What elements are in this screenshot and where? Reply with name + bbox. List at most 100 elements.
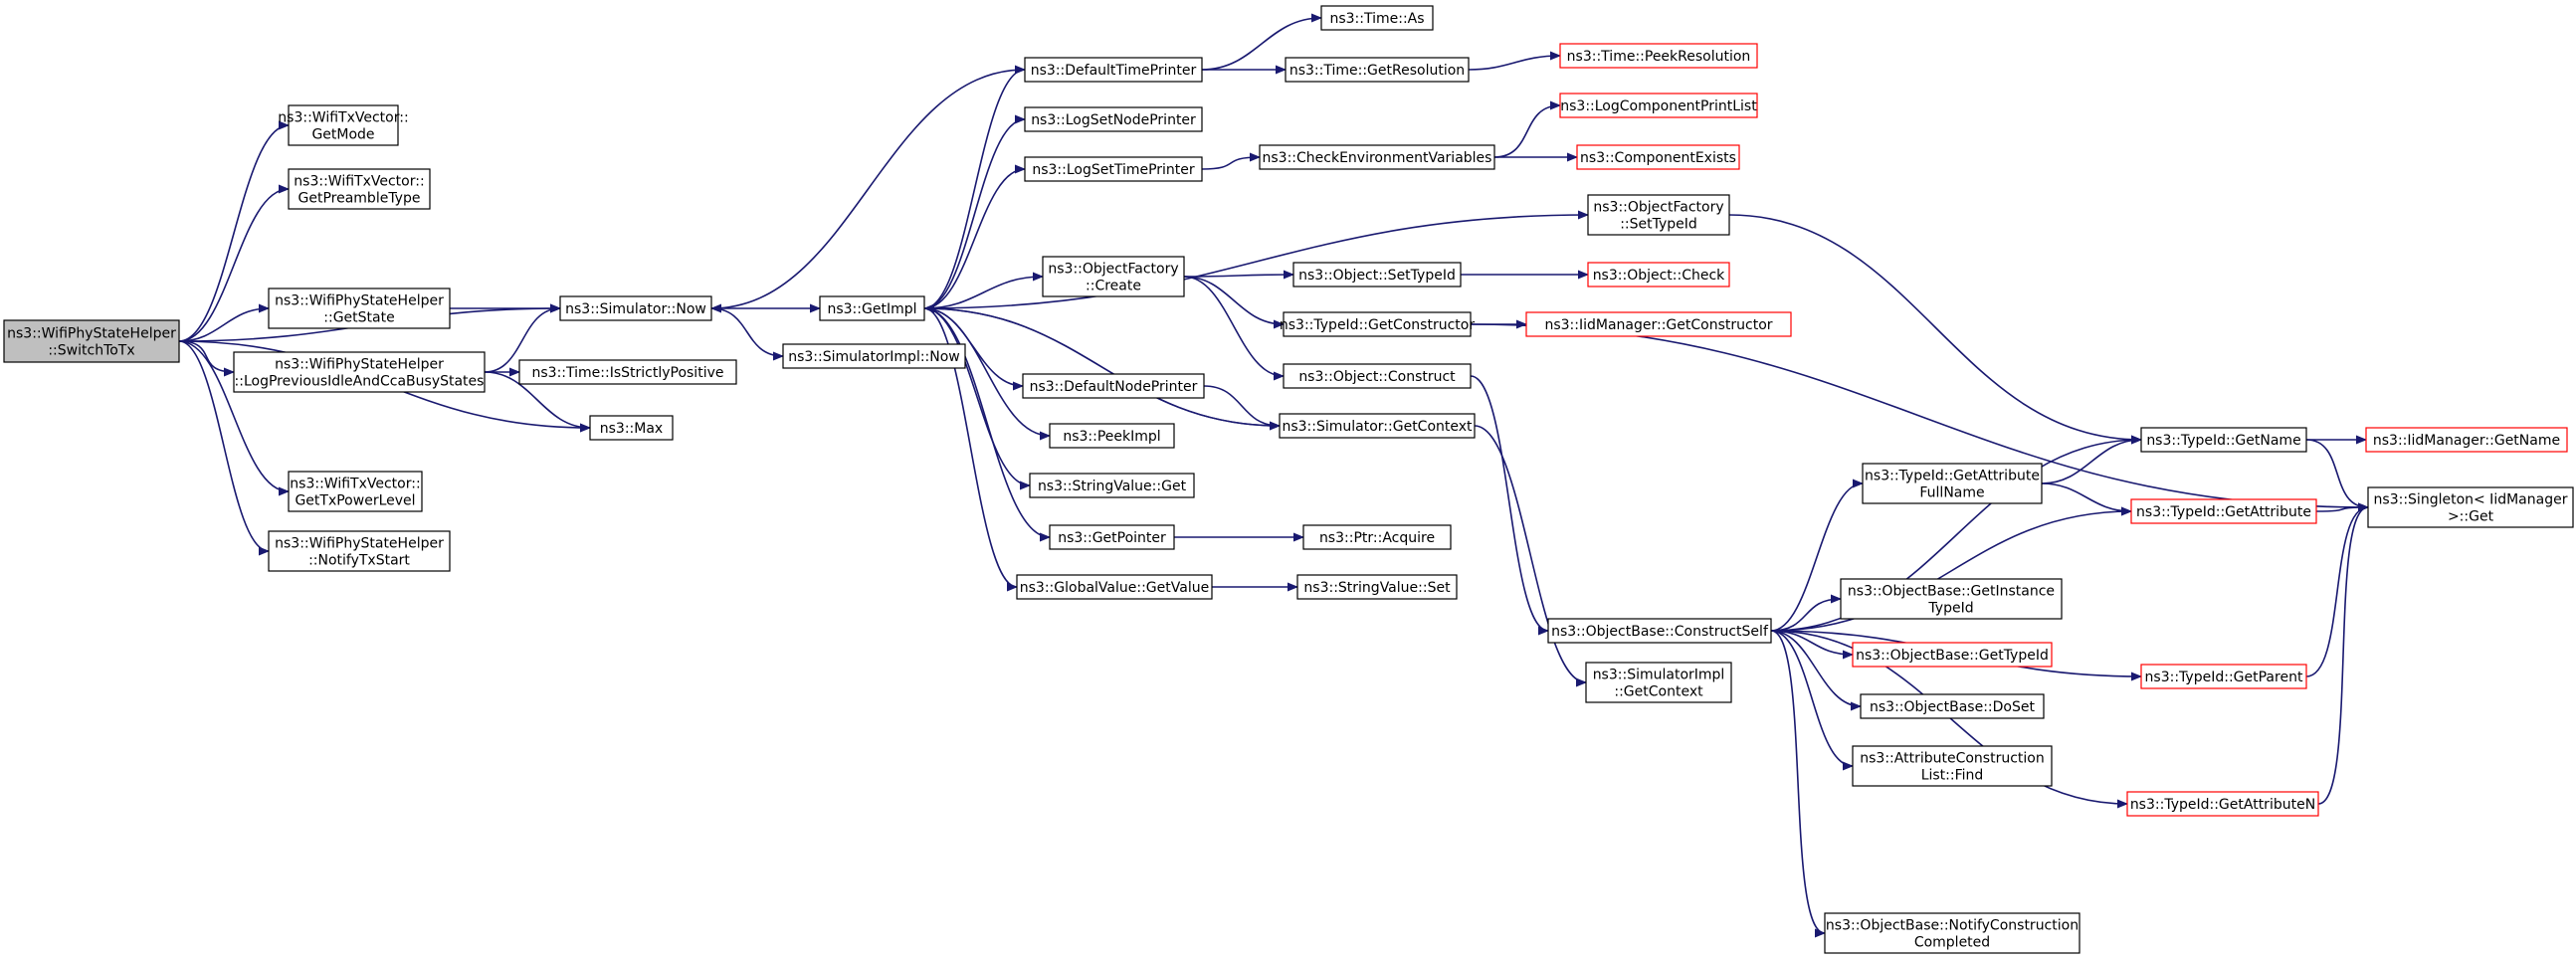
node-objconstruct[interactable]: ns3::Object::Construct — [1283, 363, 1472, 389]
node-label: Completed — [1914, 935, 1990, 951]
node-label: ns3::WifiPhyStateHelper — [275, 536, 444, 552]
node-obnotifyconstr[interactable]: ns3::ObjectBase::NotifyConstructionCompl… — [1824, 912, 2081, 954]
node-timegetres[interactable]: ns3::Time::GetResolution — [1285, 57, 1470, 83]
call-edge-typeidgetparent-to-singletonget — [2305, 502, 2370, 677]
node-label: ns3::ObjectBase::NotifyConstruction — [1826, 918, 2079, 934]
node-box — [559, 295, 712, 321]
node-label: ns3::SimulatorImpl — [1593, 668, 1725, 683]
node-defnodeprinter[interactable]: ns3::DefaultNodePrinter — [1022, 373, 1205, 399]
node-label: ns3::ObjectFactory — [1593, 200, 1723, 216]
node-timeas[interactable]: ns3::Time::As — [1320, 5, 1434, 31]
node-box — [1302, 524, 1452, 550]
call-edge-ofcreate-to-objconstruct — [1183, 276, 1286, 381]
node-compexists[interactable]: ns3::ComponentExists — [1576, 144, 1740, 170]
node-objsettypeid[interactable]: ns3::Object::SetTypeId — [1292, 262, 1462, 288]
node-box — [1016, 574, 1213, 600]
call-edge-checkenv-to-logcomplist — [1493, 100, 1562, 158]
call-edge-getimpl-to-logsettime — [923, 164, 1027, 309]
node-singletonget[interactable]: ns3::Singleton< IidManager >::Get — [2367, 486, 2574, 528]
node-box — [2140, 427, 2307, 453]
node-label: GetTxPowerLevel — [295, 493, 415, 509]
node-simimplgetctx[interactable]: ns3::SimulatorImpl::GetContext — [1585, 662, 1732, 703]
node-label: ns3::WifiPhyStateHelper — [7, 326, 176, 342]
node-label: ns3::ObjectBase::ConstructSelf — [1551, 624, 1769, 640]
call-edge-ofcreate-to-objsettypeid — [1183, 270, 1295, 280]
node-box — [1259, 144, 1495, 170]
node-label: ns3::Max — [600, 421, 663, 437]
node-label: ns3::LogSetTimePrinter — [1032, 162, 1195, 178]
node-box — [1860, 693, 2045, 719]
node-getimpl[interactable]: ns3::GetImpl — [819, 295, 925, 321]
node-label: ns3::WifiPhyStateHelper — [275, 357, 444, 373]
node-getpointer[interactable]: ns3::GetPointer — [1049, 524, 1175, 550]
node-timepeekres[interactable]: ns3::Time::PeekResolution — [1559, 43, 1758, 69]
node-checkenv[interactable]: ns3::CheckEnvironmentVariables — [1259, 144, 1495, 170]
node-label: ns3::Time::PeekResolution — [1567, 49, 1751, 65]
node-simgetctx[interactable]: ns3::Simulator::GetContext — [1279, 413, 1476, 439]
node-label: ns3::Time::IsStrictlyPositive — [532, 365, 724, 381]
node-obconstructself[interactable]: ns3::ObjectBase::ConstructSelf — [1547, 618, 1772, 644]
node-iidgetname[interactable]: ns3::IidManager::GetName — [2365, 427, 2568, 453]
node-typeidgetname[interactable]: ns3::TypeId::GetName — [2140, 427, 2307, 453]
node-gettxpower[interactable]: ns3::WifiTxVector::GetTxPowerLevel — [288, 471, 423, 512]
node-root: ns3::WifiPhyStateHelper::SwitchToTx — [3, 319, 180, 363]
call-edge-root-to-getpreamble — [178, 184, 291, 342]
call-edge-obconstructself-to-obdoset — [1770, 630, 1863, 711]
node-typeidgetparent[interactable]: ns3::TypeId::GetParent — [2140, 664, 2307, 689]
node-typeidgetattrn[interactable]: ns3::TypeId::GetAttributeN — [2126, 791, 2319, 817]
node-ofsettypeid[interactable]: ns3::ObjectFactory::SetTypeId — [1587, 194, 1730, 236]
node-label: ns3::ComponentExists — [1580, 150, 1736, 166]
node-logcomplist[interactable]: ns3::LogComponentPrintList — [1559, 93, 1758, 118]
call-edge-deftimeprinter-to-simnow — [709, 69, 1026, 313]
node-box — [1049, 524, 1175, 550]
node-box — [589, 415, 674, 441]
node-label: ::GetState — [323, 310, 394, 326]
node-obdoset[interactable]: ns3::ObjectBase::DoSet — [1860, 693, 2045, 719]
node-label: ns3::ObjectBase::GetInstance — [1848, 584, 2055, 600]
node-label: ns3::PeekImpl — [1063, 429, 1160, 445]
node-getmode[interactable]: ns3::WifiTxVector::GetMode — [278, 104, 409, 146]
node-deftimeprinter[interactable]: ns3::DefaultTimePrinter — [1024, 57, 1203, 83]
node-getstate[interactable]: ns3::WifiPhyStateHelper::GetState — [268, 288, 451, 329]
call-edge-logprev-to-max — [484, 371, 592, 433]
node-label: ns3::TypeId::GetAttribute — [2136, 504, 2311, 520]
node-box — [518, 359, 737, 385]
node-simimplnow[interactable]: ns3::SimulatorImpl::Now — [782, 343, 966, 369]
node-getpreamble[interactable]: ns3::WifiTxVector::GetPreambleType — [288, 168, 431, 210]
node-strvalset[interactable]: ns3::StringValue::Set — [1296, 574, 1458, 600]
node-objcheck[interactable]: ns3::Object::Check — [1587, 262, 1730, 288]
call-edge-getimpl-to-strvalget — [923, 307, 1032, 490]
node-label: ns3::TypeId::GetParent — [2145, 670, 2303, 685]
call-edge-typeidgetattrfull-to-typeidgetname — [2041, 435, 2143, 484]
node-box — [2140, 664, 2307, 689]
node-label: ns3::Object::Construct — [1298, 369, 1456, 385]
node-logprev[interactable]: ns3::WifiPhyStateHelper::LogPreviousIdle… — [233, 351, 486, 393]
node-label: ::SetTypeId — [1620, 217, 1697, 233]
call-edge-logprev-to-simnow — [484, 303, 562, 373]
node-ofcreate[interactable]: ns3::ObjectFactory::Create — [1042, 256, 1185, 297]
node-box — [1049, 423, 1175, 449]
node-obgettypeid[interactable]: ns3::ObjectBase::GetTypeId — [1852, 642, 2053, 668]
call-edge-obconstructself-to-typeidgetname — [1770, 435, 2143, 632]
node-simnow[interactable]: ns3::Simulator::Now — [559, 295, 712, 321]
call-edge-root-to-getstate — [178, 303, 271, 342]
node-iidgetctor[interactable]: ns3::IidManager::GetConstructor — [1525, 311, 1792, 337]
node-label: ns3::TypeId::GetAttribute — [1865, 469, 2040, 484]
node-notifytx[interactable]: ns3::WifiPhyStateHelper::NotifyTxStart — [268, 530, 451, 572]
node-peekimpl[interactable]: ns3::PeekImpl — [1049, 423, 1175, 449]
node-typeidgetattr[interactable]: ns3::TypeId::GetAttribute — [2130, 498, 2317, 524]
node-max[interactable]: ns3::Max — [589, 415, 674, 441]
node-typeidgetctor[interactable]: ns3::TypeId::GetConstructor — [1280, 311, 1475, 337]
node-logsettime[interactable]: ns3::LogSetTimePrinter — [1024, 156, 1203, 182]
node-label: ns3::DefaultTimePrinter — [1031, 63, 1197, 79]
node-gvgetvalue[interactable]: ns3::GlobalValue::GetValue — [1016, 574, 1213, 600]
node-strictly[interactable]: ns3::Time::IsStrictlyPositive — [518, 359, 737, 385]
node-logsetnode[interactable]: ns3::LogSetNodePrinter — [1024, 106, 1203, 132]
node-label: ns3::Ptr::Acquire — [1319, 530, 1435, 546]
node-ptracquire[interactable]: ns3::Ptr::Acquire — [1302, 524, 1452, 550]
node-label: ns3::StringValue::Get — [1038, 479, 1187, 494]
node-strvalget[interactable]: ns3::StringValue::Get — [1029, 473, 1195, 498]
